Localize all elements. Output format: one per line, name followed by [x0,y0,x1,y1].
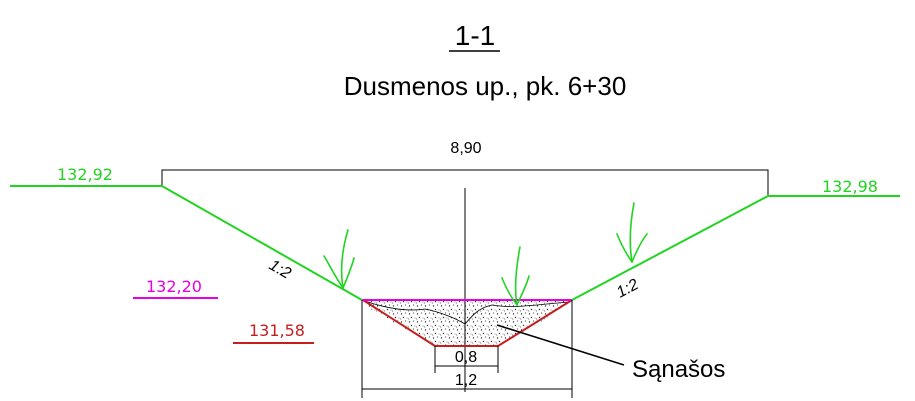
bottom-width-dimension: 1,2 [455,372,477,389]
sediment-surface [364,300,571,325]
bank-profile-line [10,185,363,301]
left-bank-elevation: 132,92 [57,165,113,184]
section-title: 1-1 [455,20,495,51]
grass-symbol-middle [501,246,530,306]
water-level-elevation: 132,20 [146,277,202,296]
callout-leader [496,324,625,366]
bank-profile-line-right [571,195,900,301]
sediment-callout: Sąnašos [632,356,725,383]
grass-symbol-right [616,202,648,263]
channel-bottom-line [362,299,573,347]
inner-width-dimension: 0,8 [455,349,477,366]
right-bank-elevation: 132,98 [822,177,878,196]
left-slope-label: 1:2 [266,257,294,283]
right-slope-label: 1:2 [614,276,642,301]
top-dimension-frame [161,169,769,196]
subtitle: Dusmenos up., pk. 6+30 [344,71,627,101]
grass-symbol-left [323,229,355,289]
top-width-dimension: 8,90 [450,140,481,157]
bottom-elevation: 131,58 [249,321,305,340]
